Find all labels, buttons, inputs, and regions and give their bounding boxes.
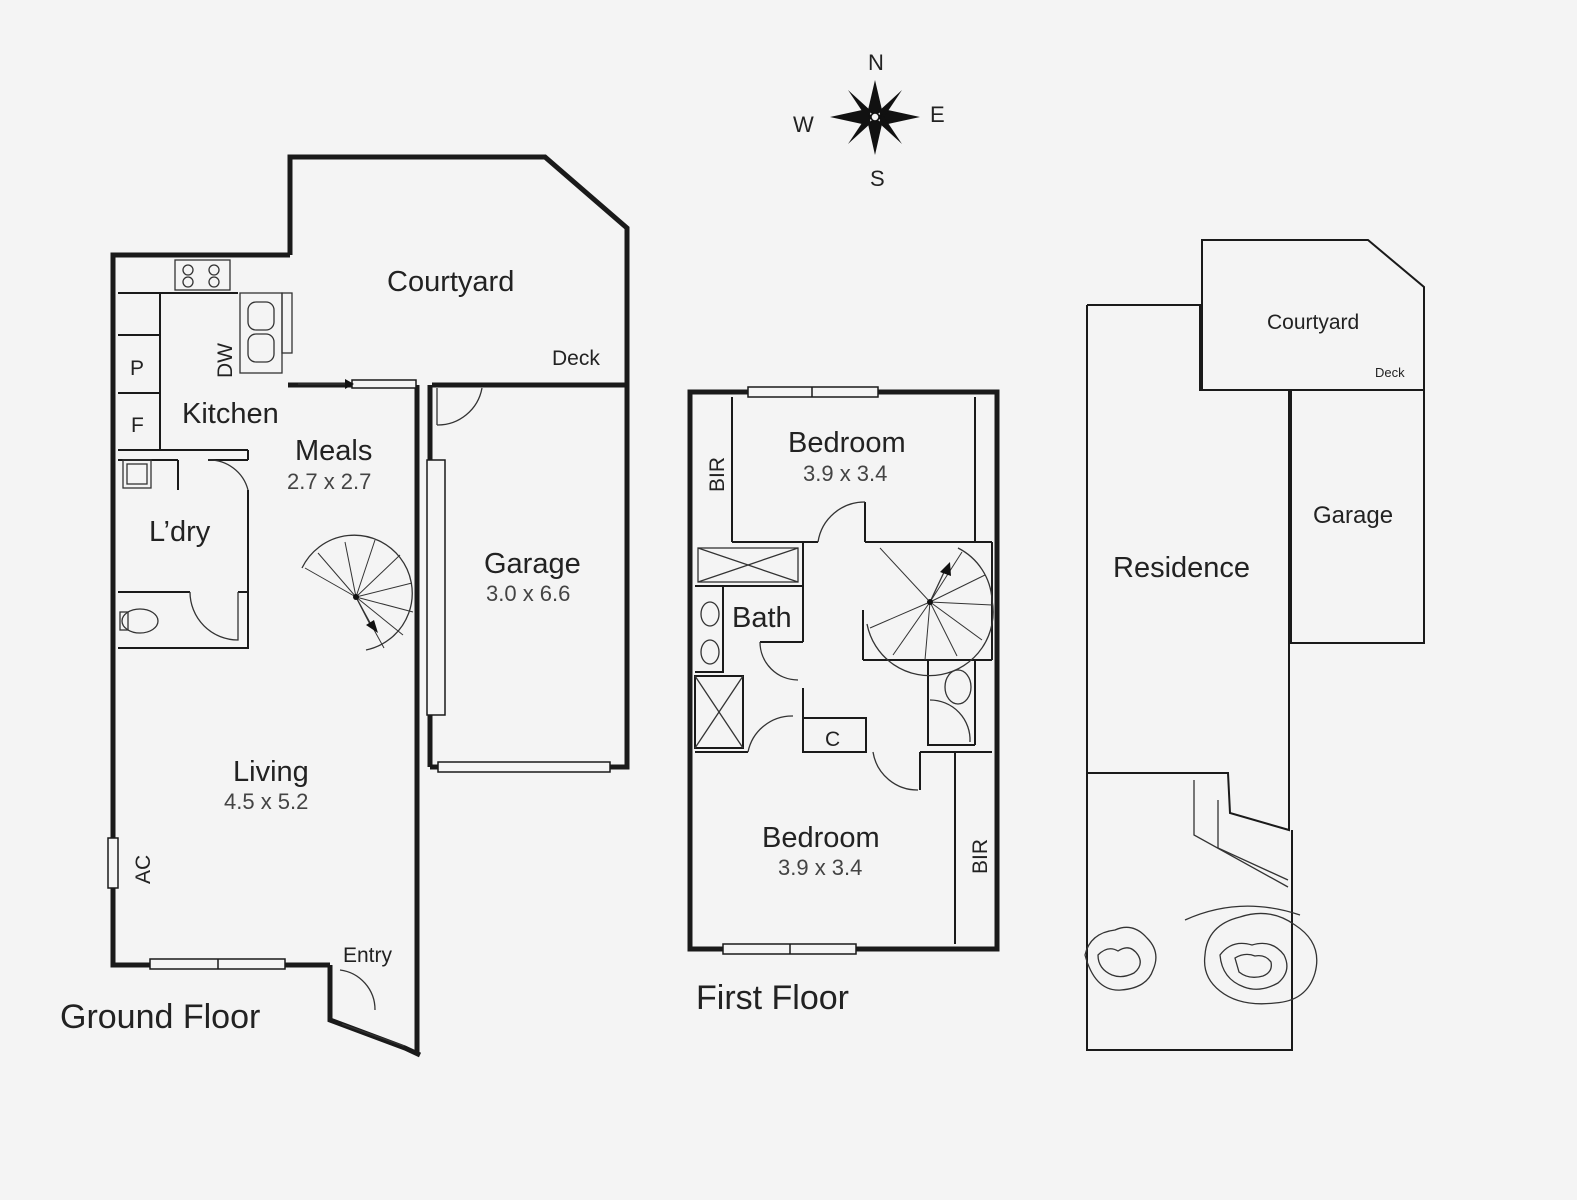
pantry-label: P xyxy=(130,357,144,380)
bath-label: Bath xyxy=(732,602,792,634)
compass-east-label: E xyxy=(930,102,945,127)
compass-west-label: W xyxy=(793,112,814,137)
shrub-icon xyxy=(1084,926,1157,991)
compass-south-label: S xyxy=(870,166,885,191)
living-label: Living xyxy=(233,756,309,788)
site-courtyard-label: Courtyard xyxy=(1267,311,1359,334)
garage-dimensions: 3.0 x 6.6 xyxy=(486,581,570,606)
bedroom-south-dimensions: 3.9 x 3.4 xyxy=(778,855,862,880)
ac-label: AC xyxy=(132,855,155,884)
site-plan xyxy=(1084,239,1425,1051)
ground-floor-plan xyxy=(107,154,630,1058)
site-garage-label: Garage xyxy=(1313,502,1393,529)
courtyard-label: Courtyard xyxy=(387,266,514,298)
bedroom-north-dimensions: 3.9 x 3.4 xyxy=(803,461,887,486)
bedroom-north-label: Bedroom xyxy=(788,427,906,459)
compass-rose-icon xyxy=(830,80,920,155)
meals-label: Meals xyxy=(295,435,372,467)
bir-north-label: BIR xyxy=(706,457,729,492)
dishwasher-label: DW xyxy=(214,343,237,378)
ground-floor-title: Ground Floor xyxy=(60,998,260,1036)
entry-label: Entry xyxy=(343,944,393,967)
deck-label: Deck xyxy=(552,347,600,370)
garage-label: Garage xyxy=(484,548,581,580)
living-dimensions: 4.5 x 5.2 xyxy=(224,789,308,814)
cupboard-label: C xyxy=(825,728,840,751)
tree-icon xyxy=(1203,912,1318,1005)
site-deck-label: Deck xyxy=(1375,365,1405,380)
first-floor-plan xyxy=(687,386,1000,955)
fridge-label: F xyxy=(131,414,144,437)
first-floor-title: First Floor xyxy=(696,979,849,1017)
bedroom-south-label: Bedroom xyxy=(762,822,880,854)
compass-north-label: N xyxy=(868,50,884,75)
bir-south-label: BIR xyxy=(969,839,992,874)
meals-dimensions: 2.7 x 2.7 xyxy=(287,469,371,494)
laundry-label: L’dry xyxy=(149,516,211,548)
site-residence-label: Residence xyxy=(1113,552,1250,584)
kitchen-label: Kitchen xyxy=(182,398,279,430)
